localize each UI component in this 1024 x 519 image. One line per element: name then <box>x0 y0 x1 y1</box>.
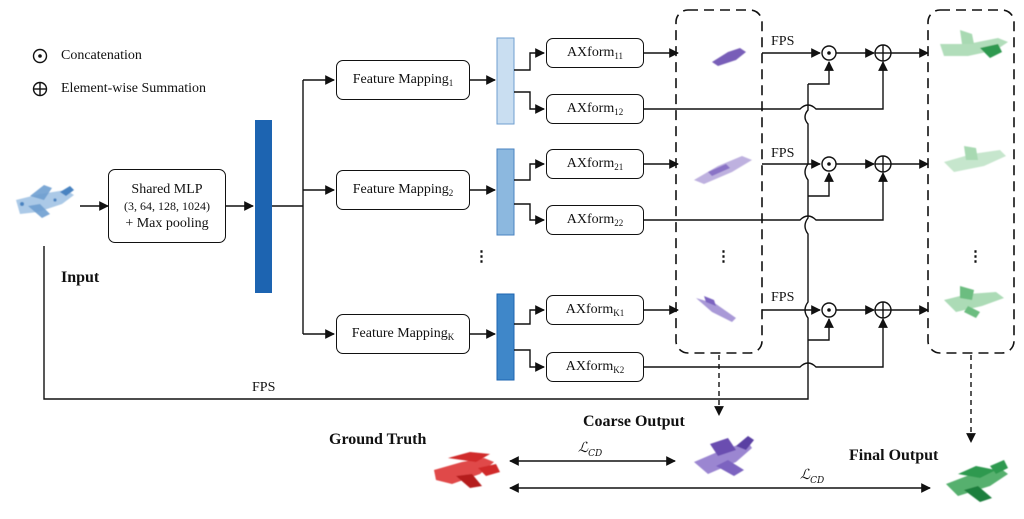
axform-k1-name: AXform <box>565 302 614 317</box>
fps-label-input: FPS <box>252 380 276 395</box>
coarse-output-container <box>675 9 763 354</box>
fps-label-1: FPS <box>771 34 795 49</box>
loss-cd-final: ℒCD <box>800 467 824 489</box>
loss-cd-final-sub: CD <box>810 475 825 486</box>
input-point-cloud <box>16 185 74 218</box>
fm-k-sub: K <box>447 332 455 342</box>
legend-concat-label: Concatenation <box>61 48 142 63</box>
axform-21-name: AXform <box>566 156 615 171</box>
coarse-cloud-1 <box>712 48 746 66</box>
axform-12-name: AXform <box>566 101 615 116</box>
shared-mlp-line2: (3, 64, 128, 1024) <box>124 198 210 213</box>
fm-2-sub: 2 <box>448 188 454 198</box>
coarse-output-cloud <box>694 436 754 476</box>
loss-cd-coarse-symbol: ℒ <box>578 440 589 456</box>
ellipsis-branches: ⋮ <box>474 249 489 265</box>
final-cloud-k <box>944 286 1004 318</box>
final-output-cloud <box>946 460 1008 502</box>
fm-2-name: Feature Mapping <box>352 182 449 197</box>
shared-mlp-line3: + Max pooling <box>125 215 209 231</box>
fps-label-2: FPS <box>771 146 795 161</box>
loss-cd-coarse: ℒCD <box>578 440 602 462</box>
axform-k2-name: AXform <box>565 359 614 374</box>
fm-k-name: Feature Mapping <box>351 326 448 341</box>
axform-k1-sub: K1 <box>613 308 625 318</box>
axform-12-sub: 12 <box>614 107 624 117</box>
legend-sum-label: Element-wise Summation <box>61 81 207 96</box>
fm-1-sub: 1 <box>448 78 454 88</box>
loss-cd-final-symbol: ℒ <box>800 467 811 483</box>
axform-22-sub: 22 <box>614 218 624 228</box>
axform-22-name: AXform <box>566 212 615 227</box>
final-output-label: Final Output <box>849 447 939 464</box>
ground-truth-cloud <box>434 452 500 488</box>
loss-cd-coarse-sub: CD <box>588 448 603 459</box>
axform-11-name: AXform <box>566 45 615 60</box>
shared-mlp-box: Shared MLP (3, 64, 128, 1024) + Max pool… <box>108 169 226 243</box>
coarse-cloud-k <box>696 296 736 322</box>
global-feature-bar <box>255 120 272 293</box>
final-output-container <box>927 9 1015 354</box>
shared-mlp-line1: Shared MLP <box>131 181 203 197</box>
fm-1-name: Feature Mapping <box>352 72 449 87</box>
final-cloud-2 <box>944 146 1006 172</box>
input-label: Input <box>61 269 100 286</box>
final-cloud-1 <box>940 30 1008 58</box>
axform-k2-sub: K2 <box>613 365 625 375</box>
ellipsis-coarse: ⋮ <box>716 249 731 265</box>
feature-bar-2 <box>496 148 515 236</box>
fps-label-k: FPS <box>771 290 795 305</box>
summation-icon <box>32 81 48 97</box>
feature-bar-1 <box>496 37 515 125</box>
ground-truth-label: Ground Truth <box>329 431 427 448</box>
axform-11-sub: 11 <box>614 51 624 61</box>
feature-bar-k <box>496 293 515 381</box>
coarse-cloud-2 <box>694 156 752 184</box>
coarse-output-label: Coarse Output <box>583 413 685 430</box>
axform-21-sub: 21 <box>614 162 624 172</box>
ellipsis-final: ⋮ <box>968 249 983 265</box>
concatenation-icon <box>32 48 48 64</box>
